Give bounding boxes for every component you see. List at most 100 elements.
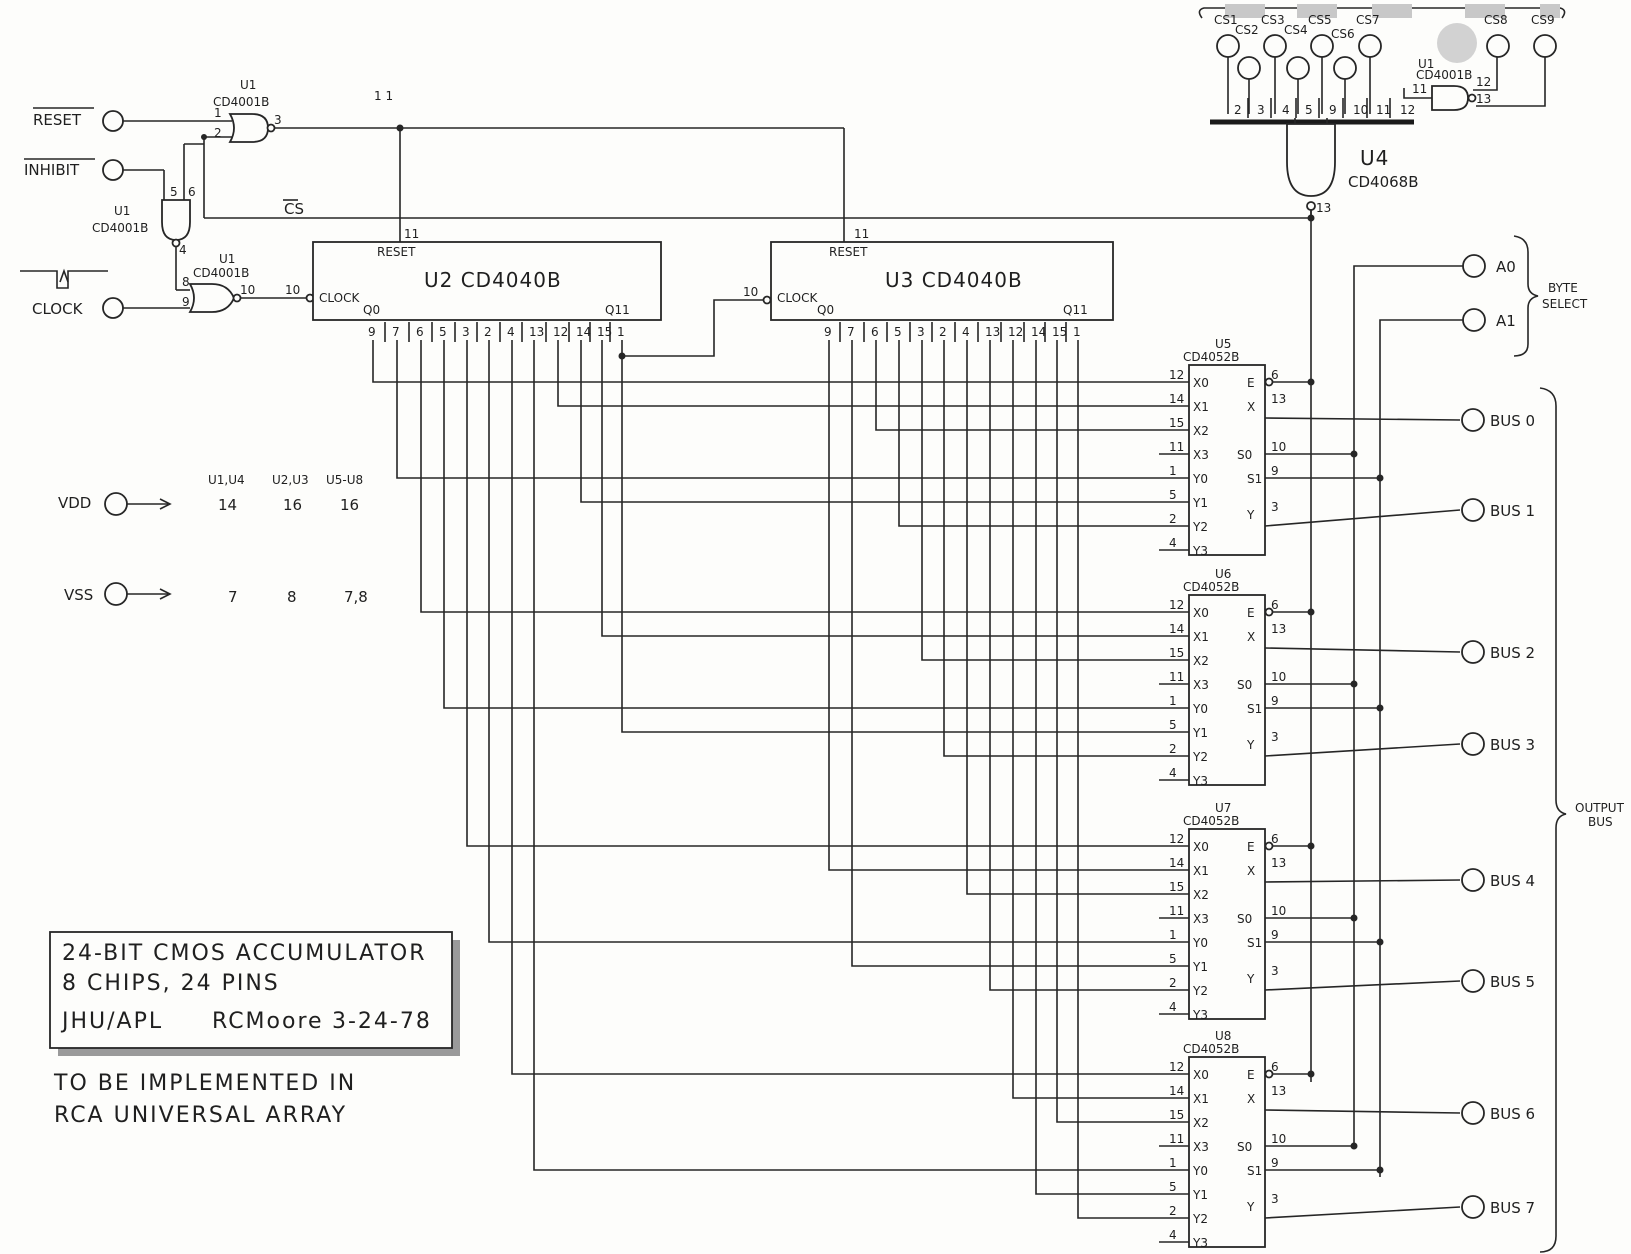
mux-output-pin: 3 xyxy=(1271,964,1279,978)
svg-text:8: 8 xyxy=(182,275,190,289)
redaction-spot xyxy=(1437,23,1477,63)
a1-label: A1 xyxy=(1496,312,1516,330)
svg-text:11: 11 xyxy=(1412,82,1427,96)
power-table: U1,U4 U2,U3 U5-U8 VDD 14 16 16 VSS 7 8 7… xyxy=(58,473,368,606)
chip-select-label: CS3 xyxy=(1261,13,1285,27)
counter-pin-number: 3 xyxy=(462,325,470,339)
reset-label: RESET xyxy=(33,111,82,129)
u1-cs-type: CD4001B xyxy=(1416,68,1472,82)
wire xyxy=(1264,743,1461,757)
bus-label: BUS 1 xyxy=(1490,502,1535,520)
counter-pin-number: 5 xyxy=(894,325,902,339)
mux-unit-name: U7 xyxy=(1215,801,1231,815)
wire xyxy=(851,340,1189,967)
bus-terminal xyxy=(1461,640,1485,664)
mux-input-pin: 2 xyxy=(1169,1204,1177,1218)
mux-output-pin: 13 xyxy=(1271,622,1286,636)
u1-lower-type: CD4001B xyxy=(193,266,249,280)
wire xyxy=(898,340,1189,527)
mux-input-label: X2 xyxy=(1193,424,1209,438)
mux-u5: U5CD4052BX012X114X215X311Y01Y15Y22Y34E6X… xyxy=(1159,337,1384,558)
mux-output-label: S1 xyxy=(1247,702,1262,716)
counter-pin-number: 13 xyxy=(529,325,544,339)
chip-select-terminal xyxy=(1216,34,1240,58)
u4-name: U4 xyxy=(1360,146,1389,170)
title-date: 3-24-78 xyxy=(332,1009,432,1034)
mux-input-label: Y2 xyxy=(1192,750,1208,764)
mux-input-pin: 11 xyxy=(1169,670,1184,684)
mux-output-label: S1 xyxy=(1247,936,1262,950)
power-header-u5u8: U5-U8 xyxy=(326,473,363,487)
u4-pin-number: 10 xyxy=(1353,103,1368,117)
wire xyxy=(921,340,1189,661)
u1-cs-gate xyxy=(1431,85,1469,111)
junction-dot xyxy=(1307,378,1315,386)
mux-input-label: Y0 xyxy=(1192,1164,1208,1178)
bus-output-5: BUS 5 xyxy=(1264,969,1535,993)
mux-output-pin: 13 xyxy=(1271,856,1286,870)
byte-select-label-1: BYTE xyxy=(1548,281,1578,295)
svg-text:6: 6 xyxy=(188,185,196,199)
mux-input-pin: 15 xyxy=(1169,880,1184,894)
wire xyxy=(989,340,1189,991)
bus-terminal xyxy=(1461,969,1485,993)
mux-input-label: X2 xyxy=(1193,1116,1209,1130)
mux-output-pin: 10 xyxy=(1271,440,1286,454)
power-header-u2u3: U2,U3 xyxy=(272,473,309,487)
reset-terminal xyxy=(102,110,124,132)
mux-output-label: E xyxy=(1247,376,1255,390)
mux-input-pin: 12 xyxy=(1169,832,1184,846)
counter-u2: U2 CD4040B RESET CLOCK Q0 Q11 11 xyxy=(312,128,662,321)
mux-input-pin: 4 xyxy=(1169,1228,1177,1242)
wire xyxy=(1264,417,1461,421)
u1-upper-gate xyxy=(228,113,269,143)
redaction-patch xyxy=(1225,4,1265,18)
bus-output-4: BUS 4 xyxy=(1264,868,1535,892)
counter-pin-number: 6 xyxy=(871,325,879,339)
mux-input-pin: 12 xyxy=(1169,598,1184,612)
u1-lower-gate xyxy=(188,283,235,313)
wire xyxy=(557,340,1189,407)
wire xyxy=(621,340,1189,733)
u3-q11-label: Q11 xyxy=(1063,303,1088,317)
counter-pin-number: 3 xyxy=(917,325,925,339)
bus-output-1: BUS 1 xyxy=(1264,498,1535,527)
a0-terminal xyxy=(1462,254,1486,278)
mux-output-label: E xyxy=(1247,1068,1255,1082)
mux-output-label: E xyxy=(1247,606,1255,620)
inhibit-label: INHIBIT xyxy=(24,161,80,179)
mux-input-label: Y1 xyxy=(1192,1188,1208,1202)
u2-q0-label: Q0 xyxy=(363,303,380,317)
cs-bar-label: CS xyxy=(284,200,304,218)
counter-pin-number: 15 xyxy=(597,325,612,339)
mux-input-label: X1 xyxy=(1193,1092,1209,1106)
svg-text:4: 4 xyxy=(179,243,187,257)
mux-output-pin: 9 xyxy=(1271,928,1279,942)
u4-nand-gate xyxy=(1286,123,1336,197)
chip-select-terminal xyxy=(1358,34,1382,58)
bus-terminal xyxy=(1461,868,1485,892)
u2-reset-label: RESET xyxy=(377,245,416,259)
bus-terminal xyxy=(1461,498,1485,522)
mux-input-pin: 2 xyxy=(1169,512,1177,526)
junction-dot xyxy=(1307,1070,1315,1078)
svg-text:10: 10 xyxy=(240,283,255,297)
bus-output-3: BUS 3 xyxy=(1264,732,1535,757)
mux-input-pin: 4 xyxy=(1169,1000,1177,1014)
u1-left-type: CD4001B xyxy=(92,221,148,235)
mux-output-pin: 9 xyxy=(1271,694,1279,708)
u1-cs-name: U1 xyxy=(1418,57,1434,71)
chip-select-terminal xyxy=(1486,34,1510,58)
counter-pin-number: 6 xyxy=(416,325,424,339)
counter-u3: U3 CD4040B RESET CLOCK Q0 Q11 11 10 xyxy=(618,128,1114,360)
mux-input-pin: 12 xyxy=(1169,1060,1184,1074)
mux-output-label: S1 xyxy=(1247,472,1262,486)
wire xyxy=(488,340,1189,943)
wire xyxy=(1012,340,1189,1099)
enable-bubble xyxy=(1264,377,1274,387)
mux-input-label: X3 xyxy=(1193,912,1209,926)
mux-input-label: Y1 xyxy=(1192,726,1208,740)
bus-output-6: BUS 6 xyxy=(1264,1101,1535,1125)
bus-label: BUS 6 xyxy=(1490,1105,1535,1123)
mux-input-label: X2 xyxy=(1193,654,1209,668)
